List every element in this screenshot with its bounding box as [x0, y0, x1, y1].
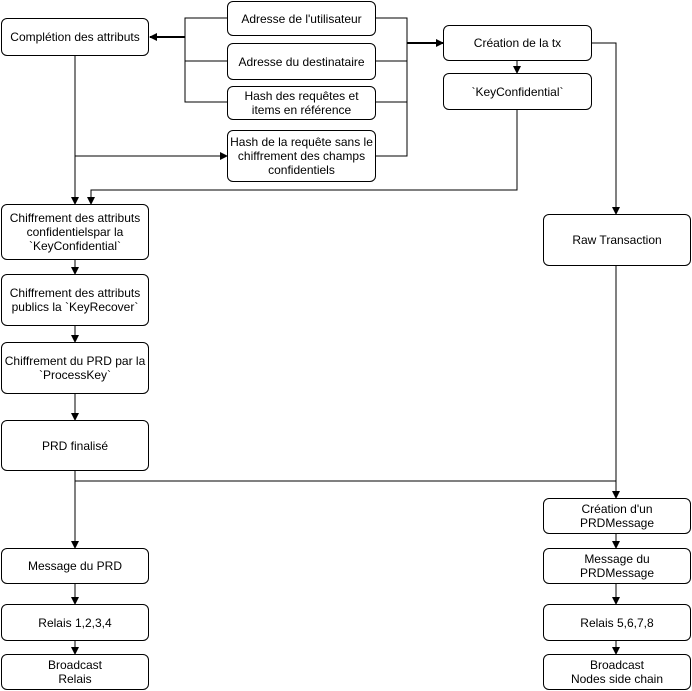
creation-prdmessage-node: Création d'un PRDMessage: [543, 498, 691, 534]
relais-5678-node: Relais 5,6,7,8: [543, 604, 691, 641]
edge-hash-requetes-to-completion: [184, 37, 227, 103]
keyconfidential-node: `KeyConfidential`: [443, 73, 592, 110]
adresse-destinataire-node: Adresse du destinataire: [227, 43, 376, 80]
edge-utilisateur-to-tx: [376, 17, 408, 43]
adresse-utilisateur-node: Adresse de l'utilisateur: [227, 1, 376, 36]
completion-node: Complétion des attributs: [1, 18, 149, 56]
raw-transaction-node: Raw Transaction: [543, 214, 691, 266]
creation-tx-node: Création de la tx: [443, 25, 592, 61]
chiffrement-prd-node: Chiffrement du PRD par la `ProcessKey`: [1, 342, 149, 394]
edge-hash-sans-to-tx: [376, 43, 408, 157]
edge-hash-requetes-to-tx: [376, 43, 408, 103]
edge-keyconfidential-to-chiffrement: [87, 110, 518, 205]
edge-utilisateur-to-completion: [184, 17, 227, 37]
edge-destinataire-to-completion: [184, 37, 227, 62]
message-prd-node: Message du PRD: [1, 548, 149, 584]
message-prdmessage-node: Message du PRDMessage: [543, 548, 691, 584]
edge-tx-to-raw: [592, 42, 620, 215]
chiffrement-confidentiels-node: Chiffrement des attributs confidentielsp…: [1, 204, 149, 260]
chiffrement-publics-node: Chiffrement des attributs publics la `Ke…: [1, 274, 149, 326]
broadcast-nodes-node: Broadcast Nodes side chain: [543, 654, 691, 690]
relais-1234-node: Relais 1,2,3,4: [1, 604, 149, 641]
edge-destinataire-to-tx: [376, 43, 408, 62]
hash-requetes-node: Hash des requêtes et items en référence: [227, 86, 376, 120]
broadcast-relais-node: Broadcast Relais: [1, 654, 149, 690]
prd-finalise-node: PRD finalisé: [1, 420, 149, 471]
hash-requete-sans-node: Hash de la requête sans le chiffrement d…: [227, 130, 376, 182]
